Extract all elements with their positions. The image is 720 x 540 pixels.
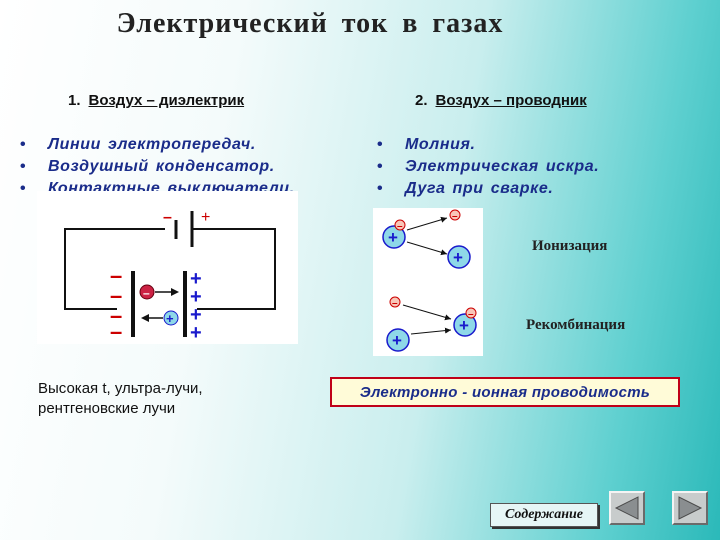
right-bullet-item: Дуга при сварке. <box>377 178 599 200</box>
plate-plus-sign: + <box>190 268 202 290</box>
plate-plus-sign: + <box>190 286 202 308</box>
ionization-diagram: + – – + – + + – <box>382 209 477 352</box>
plate-plus-sign: + <box>190 322 202 344</box>
recombination-arrow-electron <box>402 304 452 321</box>
resulting-ion-sign: + <box>453 248 463 267</box>
right-bullet-list: Молния. Электрическая искра. Дуга при св… <box>377 134 599 200</box>
ionization-arrow-electron <box>406 216 448 231</box>
ion-arrowhead-right <box>171 288 179 296</box>
recombination-ion-sign: + <box>392 331 402 350</box>
recombination-ion <box>386 328 410 352</box>
ionizer-caption-line: рентгеновские лучи <box>38 400 176 417</box>
battery-minus-sign: – <box>163 209 172 226</box>
recombination-arrow-ion <box>410 327 452 335</box>
circuit-wire-left <box>64 228 165 310</box>
contents-button[interactable]: Содержание <box>490 503 598 527</box>
left-column-heading: 1. Воздух – диэлектрик <box>68 92 244 109</box>
free-electron-sign: – <box>452 211 458 222</box>
negative-ion-sign: – <box>143 286 150 300</box>
battery-plus-sign: + <box>201 209 210 226</box>
plate-minus-sign: – <box>110 283 122 308</box>
bound-electron <box>394 219 406 231</box>
resulting-ion <box>447 245 471 269</box>
left-heading-number: 1. <box>68 92 81 109</box>
neutral-atom-electron <box>465 307 477 319</box>
bound-electron-sign: – <box>397 221 403 232</box>
ionizer-caption: Высокая t, ультра-лучи, рентгеновские лу… <box>38 379 203 419</box>
right-bullet-item: Молния. <box>377 134 599 156</box>
recombination-label: Рекомбинация <box>526 317 626 333</box>
plate-plus-sign: + <box>190 304 202 326</box>
ionization-label: Ионизация <box>532 238 608 254</box>
recombination-electron <box>389 296 401 308</box>
next-slide-button[interactable] <box>672 491 708 525</box>
ionization-diagram-panel: + – – + – + + – <box>373 208 483 356</box>
triangle-left-icon <box>614 496 639 520</box>
right-column-heading: 2. Воздух – проводник <box>415 92 587 109</box>
right-heading-number: 2. <box>415 92 428 109</box>
plate-minus-sign: – <box>110 319 122 344</box>
ionization-atom <box>382 225 406 249</box>
right-bullet-item: Электрическая искра. <box>377 156 599 178</box>
circuit-wire-right <box>192 228 276 310</box>
left-bullet-item: Воздушный конденсатор. <box>20 156 295 178</box>
neutral-atom-sign: + <box>459 316 469 335</box>
ionizer-caption-line: Высокая t, ультра-лучи, <box>38 380 203 397</box>
plate-minus-sign: – <box>110 303 122 328</box>
plate-minus-sign: – <box>110 263 122 288</box>
neutral-atom <box>453 313 477 337</box>
circuit-diagram: – + – – – – + + + + – + <box>64 209 276 344</box>
circuit-diagram-panel: – + – – – – + + + + – + <box>37 191 298 344</box>
prev-slide-button[interactable] <box>609 491 645 525</box>
right-heading-text: Воздух – проводник <box>435 92 587 109</box>
ion-arrowhead-left <box>141 314 149 322</box>
positive-ion-sign: + <box>166 311 174 326</box>
conclusion-box: Электронно - ионная проводимость <box>330 377 680 407</box>
ionization-arrow-ion <box>406 241 448 256</box>
negative-ion <box>139 284 155 300</box>
recombination-electron-sign: – <box>392 298 398 309</box>
left-bullet-item: Линии электропередач. <box>20 134 295 156</box>
ionization-atom-sign: + <box>388 228 398 247</box>
positive-ion <box>163 310 179 326</box>
triangle-right-icon <box>678 496 703 520</box>
slide-title: Электрический ток в газах <box>116 8 504 39</box>
neutral-atom-electron-sign: – <box>468 309 474 320</box>
left-heading-text: Воздух – диэлектрик <box>88 92 245 109</box>
free-electron <box>449 209 461 221</box>
